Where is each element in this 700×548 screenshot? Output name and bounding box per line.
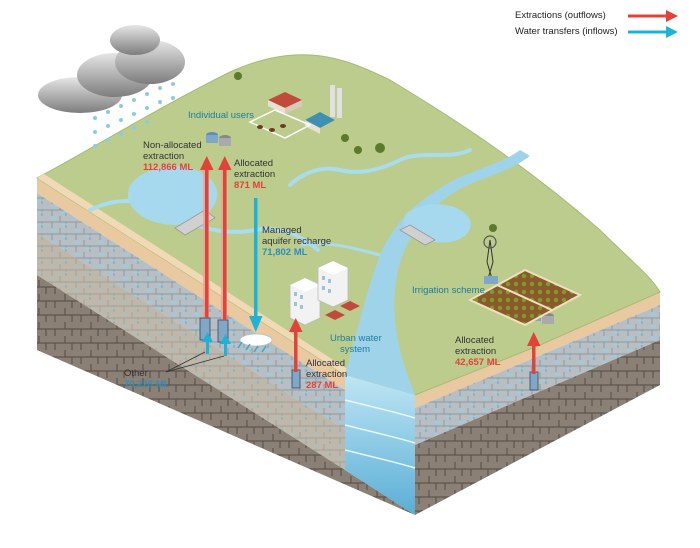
label-allocated-a-line2: extraction (234, 169, 276, 180)
farm-buildings (248, 85, 342, 139)
value-non-allocated: 112,866 ML (143, 162, 194, 173)
lake-left (128, 166, 218, 225)
legend-arrows (628, 10, 678, 38)
river (345, 150, 530, 395)
label-allocated-a: Allocated extraction 871 ML (234, 158, 275, 191)
other-pointers (165, 351, 225, 373)
trees (234, 72, 497, 232)
label-urban-line2: system (340, 344, 371, 355)
label-other-line1: Other (124, 368, 148, 379)
label-managed-line1: Managed (262, 225, 302, 236)
label-non-allocated-line2: extraction (143, 151, 185, 162)
label-allocated-c-line2: extraction (455, 346, 497, 357)
label-allocated-b-line1: Allocated (306, 358, 346, 369)
label-urban-water: Urban water system (330, 333, 382, 355)
label-allocated-c: Allocated extraction 42,657 ML (455, 335, 500, 368)
label-non-allocated: Non-allocated extraction 112,866 ML (143, 140, 202, 173)
label-managed-recharge: Managed aquifer recharge 71,802 ML (262, 225, 331, 258)
label-allocated-a-line1: Allocated (234, 158, 274, 169)
label-allocated-b-line2: extraction (306, 369, 348, 380)
extraction-arrows (200, 156, 541, 374)
shore-band (37, 174, 352, 375)
rain-cloud (38, 25, 185, 113)
label-allocated-b: Allocated extraction 287 ML (306, 358, 347, 391)
irrigation-farm (467, 235, 583, 327)
value-allocated-a: 871 ML (234, 180, 267, 191)
label-individual-users: Individual users (188, 110, 255, 121)
transfer-arrows (202, 198, 263, 356)
legend-transfers-label: Water transfers (inflows) (515, 26, 618, 37)
urban-buildings (289, 260, 360, 326)
label-managed-line2: aquifer recharge (262, 236, 332, 247)
recharge-basin (237, 333, 273, 353)
rain-drops (93, 82, 175, 148)
river-gorge (345, 375, 415, 515)
label-other: Other 70,226 ML (124, 368, 169, 390)
value-other: 70,226 ML (124, 379, 170, 390)
label-urban-line1: Urban water (330, 333, 382, 344)
value-allocated-b: 287 ML (306, 380, 339, 391)
label-non-allocated-line1: Non-allocated (143, 140, 202, 151)
label-allocated-c-line1: Allocated (455, 335, 495, 346)
value-allocated-c: 42,657 ML (455, 357, 501, 368)
label-irrigation-scheme: Irrigation scheme (412, 285, 485, 296)
value-managed-recharge: 71,802 ML (262, 247, 308, 258)
legend-extractions-label: Extractions (outflows) (515, 10, 606, 21)
